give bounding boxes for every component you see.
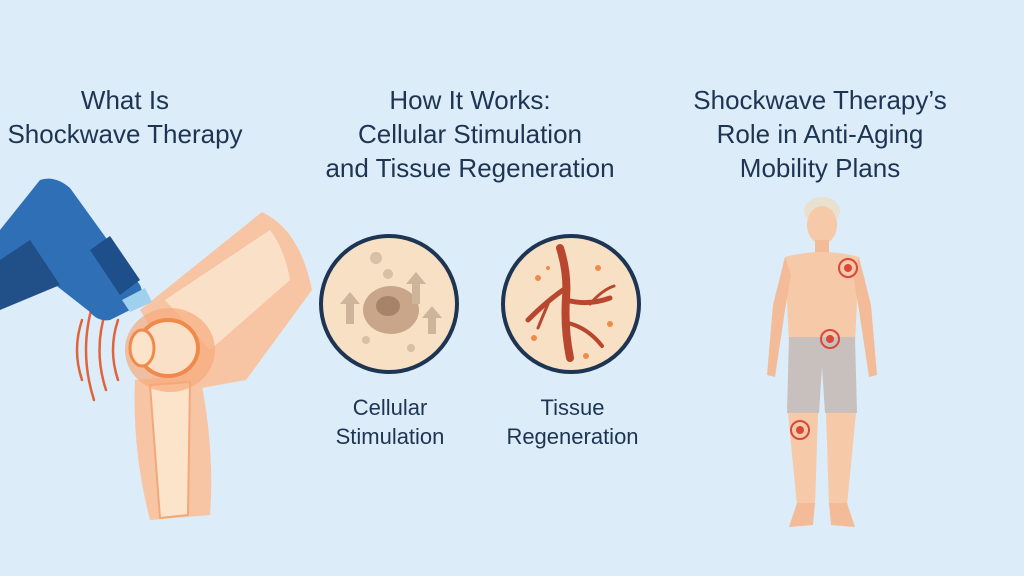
head xyxy=(807,206,837,244)
anti-aging-role-heading: Shockwave Therapy’s Role in Anti-Aging M… xyxy=(670,83,970,185)
left-arm xyxy=(767,257,791,377)
what-is-heading: What Is Shockwave Therapy xyxy=(0,83,250,151)
knee-target-marker xyxy=(790,420,810,440)
role-line-2: Role in Anti-Aging xyxy=(716,119,924,149)
hip-target-marker xyxy=(820,329,840,349)
right-foot xyxy=(829,503,855,527)
cellular-stimulation-caption: Cellular Stimulation xyxy=(300,393,480,451)
how-it-works-heading: How It Works: Cellular Stimulation and T… xyxy=(300,83,640,185)
how-line-3: and Tissue Regeneration xyxy=(325,153,615,183)
knee-shockwave-illustration xyxy=(0,178,312,520)
cellular-caption-line-2: Stimulation xyxy=(335,424,445,449)
left-leg xyxy=(788,413,818,505)
what-is-line-1: What Is xyxy=(80,85,170,115)
left-foot xyxy=(789,503,815,527)
shoulder-target-marker xyxy=(838,258,858,278)
tissue-particles xyxy=(531,265,613,359)
cell-particle xyxy=(383,269,393,279)
right-leg xyxy=(826,413,856,505)
how-line-1: How It Works: xyxy=(389,85,551,115)
upward-arrows xyxy=(340,272,442,334)
cellular-stimulation-illustration xyxy=(319,234,459,374)
tissue-regeneration-illustration xyxy=(501,234,641,374)
kneecap xyxy=(128,328,156,368)
blood-vessel xyxy=(525,244,616,362)
role-line-1: Shockwave Therapy’s xyxy=(693,85,947,115)
role-line-3: Mobility Plans xyxy=(739,153,901,183)
tissue-caption-line-2: Regeneration xyxy=(506,424,639,449)
cell-particle xyxy=(370,252,382,264)
tissue-caption-line-1: Tissue xyxy=(540,395,605,420)
cell-particle xyxy=(407,344,415,352)
torso xyxy=(785,252,859,343)
human-figure-illustration xyxy=(767,197,877,527)
cellular-caption-line-1: Cellular xyxy=(352,395,428,420)
right-arm xyxy=(853,257,877,377)
tissue-regeneration-caption: Tissue Regeneration xyxy=(490,393,655,451)
how-line-2: Cellular Stimulation xyxy=(358,119,582,149)
cell-nucleus xyxy=(376,296,400,316)
neck xyxy=(815,240,829,254)
shorts xyxy=(787,337,857,413)
shockwave-device xyxy=(0,178,152,321)
what-is-line-2: Shockwave Therapy xyxy=(7,119,243,149)
cell-particle xyxy=(362,336,370,344)
